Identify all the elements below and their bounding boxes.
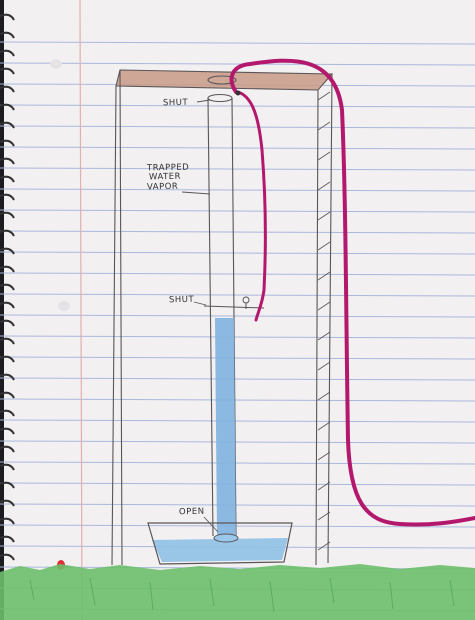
label-open: OPEN xyxy=(178,506,205,518)
label-trapped-water-vapor: TRAPPED WATER VAPOR xyxy=(146,163,189,193)
tube-open-end xyxy=(213,533,239,543)
label-pointers xyxy=(181,99,219,533)
hose xyxy=(229,58,475,527)
middle-valve xyxy=(203,296,265,309)
hose-connector xyxy=(235,90,241,96)
punch-hole xyxy=(50,59,62,69)
label-shut-middle: SHUT xyxy=(168,294,195,306)
label-shut-top: SHUT xyxy=(162,97,189,109)
water-basin-fill xyxy=(152,538,288,562)
margin-line xyxy=(79,0,83,620)
spiral-binding xyxy=(0,13,15,561)
water-column xyxy=(215,318,236,536)
water-basin xyxy=(147,522,293,565)
label-trapped-line3: VAPOR xyxy=(146,181,179,193)
wooden-frame xyxy=(111,69,334,566)
punch-hole xyxy=(58,301,70,311)
vertical-tube xyxy=(207,75,237,537)
hose-branch xyxy=(236,90,267,322)
grass xyxy=(0,564,475,620)
grass-strokes xyxy=(29,577,455,613)
paper-background xyxy=(4,0,475,620)
